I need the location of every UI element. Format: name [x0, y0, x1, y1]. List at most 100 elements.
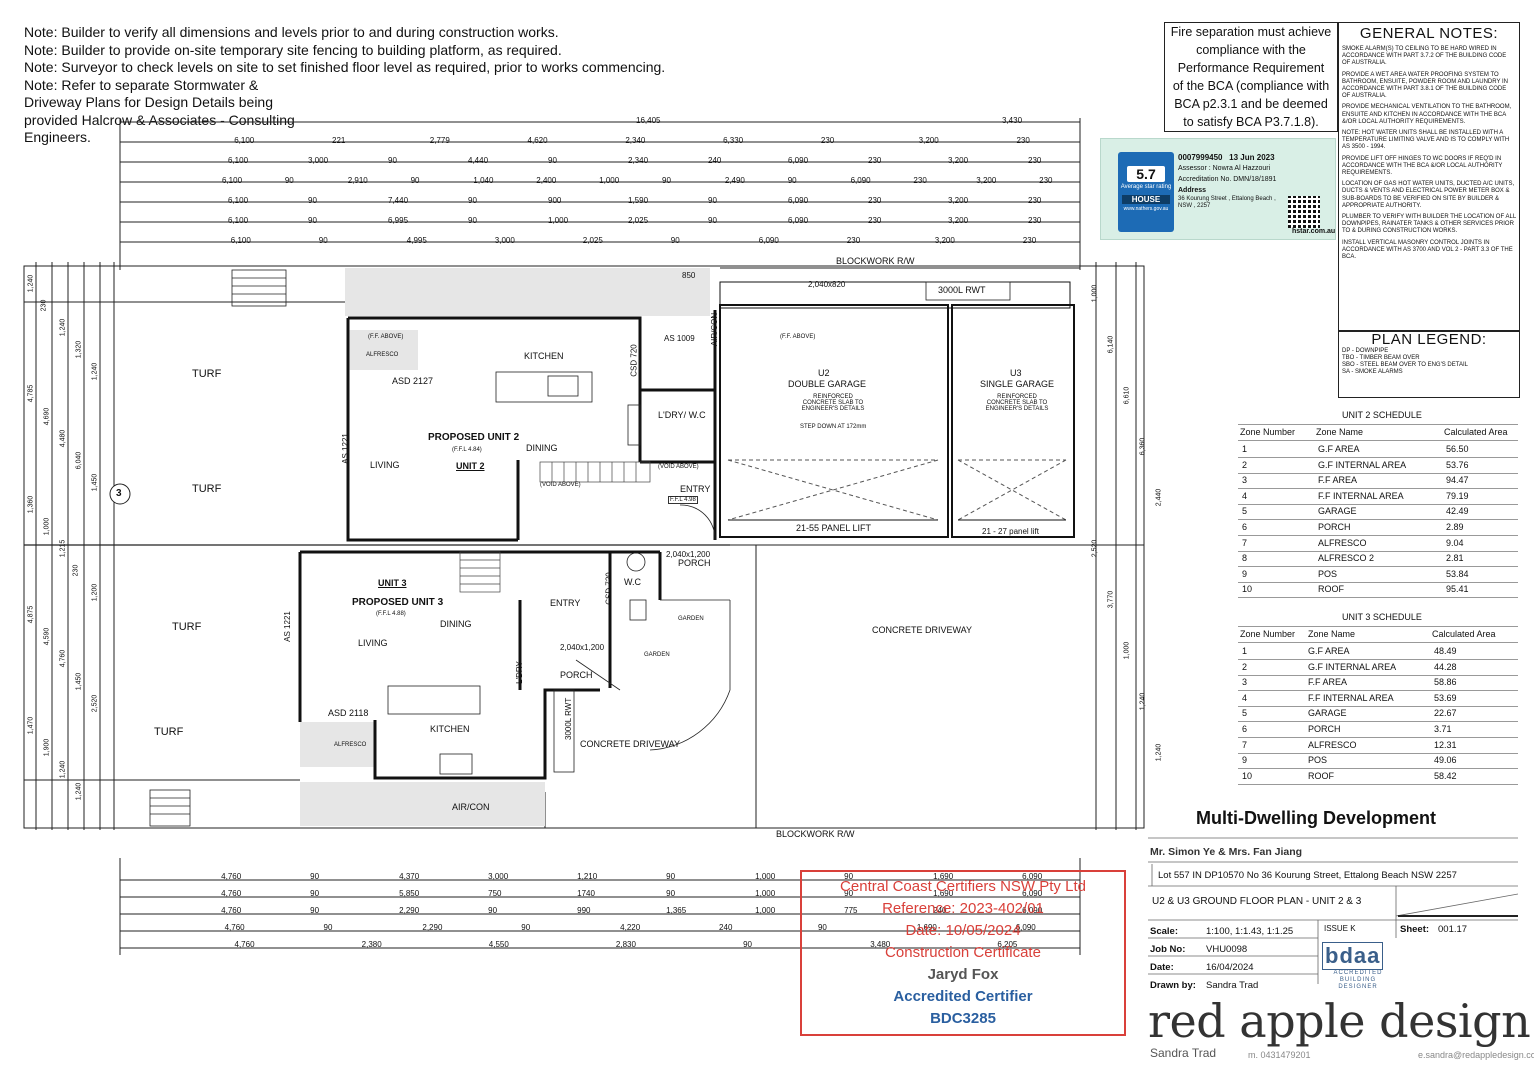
- void-above-note: (VOID ABOVE): [540, 482, 581, 488]
- note-line: Note: Refer to separate Stormwater &: [24, 76, 259, 93]
- dim-overall-top: 16,405: [636, 116, 661, 125]
- general-notes-panel: GENERAL NOTES: Smoke alarm(s) to ceiling…: [1338, 22, 1520, 332]
- ffl-tag: F.F.L 4.98: [668, 496, 698, 504]
- dimension-value: 230: [868, 216, 882, 225]
- turf-label: TURF: [192, 368, 222, 380]
- stamp-company: Central Coast Certifiers NSW Pty Ltd: [840, 878, 1086, 895]
- asd-2127-label: ASD 2127: [392, 376, 434, 386]
- sheet-value: 001.17: [1438, 924, 1468, 935]
- dimension-value: 1,000: [43, 517, 51, 536]
- unit2-schedule: UNIT 2 SCHEDULE Zone Number Zone Name Ca…: [1238, 410, 1518, 599]
- as-1009-label: AS 1009: [664, 334, 695, 343]
- dimension-value: 2,830: [615, 940, 636, 949]
- schedule-cell: F.F INTERNAL AREA: [1308, 692, 1394, 703]
- u2-living-label: LIVING: [370, 460, 400, 470]
- dimension-value: 6,100: [228, 156, 249, 165]
- dimension-value: 2,025: [582, 236, 603, 245]
- ff-above-note: (F.F. ABOVE): [368, 334, 404, 340]
- schedule-cell: 1: [1242, 646, 1248, 656]
- schedule-cell: PORCH: [1308, 724, 1341, 734]
- accreditation: Accreditation No. DMN/18/1891: [1178, 176, 1277, 183]
- dimension-value: 1,210: [577, 872, 598, 881]
- u2-slab-note: REINFORCED CONCRETE SLAB TO ENGINEER'S D…: [801, 394, 865, 412]
- general-notes-title: GENERAL NOTES:: [1359, 25, 1499, 42]
- dimension-value: 4,690: [43, 407, 51, 425]
- designer-phone: m. 0431479201: [1248, 1050, 1311, 1060]
- schedule-cell: F.F INTERNAL AREA: [1318, 490, 1404, 501]
- general-note: Provide lift off hinges to WC doors if r…: [1342, 155, 1503, 177]
- schedule-cell: F.F AREA: [1308, 677, 1348, 688]
- garden-label: GARDEN: [678, 616, 704, 622]
- dimension-value: 1,240: [91, 363, 99, 381]
- dimension-value: 1,000: [1091, 284, 1099, 303]
- u3-laundry-label: L'DRY: [514, 661, 524, 684]
- schedule-cell: 3.71: [1434, 724, 1452, 734]
- schedule-cell: 7: [1242, 537, 1248, 548]
- schedule-cell: 22.67: [1434, 708, 1457, 719]
- u2-entry-label: ENTRY: [680, 484, 711, 494]
- as-1221-label: AS 1221: [282, 611, 292, 642]
- client-name: Mr. Simon Ye & Mrs. Fan Jiang: [1150, 846, 1303, 858]
- general-note: Location of gas hot water units, ducted …: [1342, 181, 1515, 209]
- turf-label: TURF: [192, 483, 222, 495]
- dimension-value: 90: [323, 923, 333, 932]
- dimension-value: 2,910: [347, 176, 368, 185]
- dimension-value: 2,779: [429, 136, 450, 145]
- scale-value: 1:100, 1:1.43, 1:1.25: [1206, 926, 1294, 937]
- plan-title: U2 & U3 GROUND FLOOR PLAN - UNIT 2 & 3: [1152, 896, 1362, 907]
- schedule-cell: 44.28: [1434, 661, 1457, 672]
- as-1221-label: AS 1221: [340, 433, 350, 464]
- step-down-note: STEP DOWN AT 172mm: [800, 424, 867, 430]
- dimension-value: 4,760: [221, 906, 242, 915]
- dimension-value: 1,240: [1139, 692, 1147, 711]
- schedule-cell: ALFRESCO 2: [1318, 553, 1375, 564]
- turf-label: TURF: [172, 621, 202, 633]
- dimension-value: 230: [913, 176, 927, 185]
- dimension-value: 90: [662, 176, 671, 185]
- dimension-value: 6,140: [1107, 335, 1115, 354]
- dimension-value: 750: [488, 889, 502, 898]
- col-header: Zone Name: [1308, 629, 1356, 639]
- aircon-label: AIR/CON: [710, 312, 720, 347]
- general-note: Provide a wet area water proofing system…: [1342, 71, 1509, 100]
- address-label: Address: [1178, 187, 1207, 194]
- dimension-value: 4,760: [221, 889, 242, 898]
- sheet-label: Sheet:: [1400, 924, 1430, 935]
- u2-dining-label: DINING: [526, 443, 558, 453]
- stamp-reference: Reference: 2023-402/01: [882, 900, 1044, 917]
- schedule-cell: 48.49: [1434, 646, 1457, 656]
- dimension-value: 2,340: [625, 136, 646, 145]
- project-title: Multi-Dwelling Development: [1196, 808, 1437, 828]
- dimension-value: 4,760: [221, 872, 242, 881]
- ff-above-note: (F.F. ABOVE): [780, 334, 816, 340]
- dimension-value: 1,000: [755, 889, 776, 898]
- dimension-value: 1,690: [916, 923, 937, 932]
- u2-alfresco-label: ALFRESCO: [366, 352, 399, 358]
- schedule-cell: 6: [1242, 522, 1248, 532]
- u3-kitchen-label: KITCHEN: [430, 724, 470, 734]
- stamp-certifier-id: BDC3285: [930, 1010, 996, 1027]
- dimension-value: 240: [719, 923, 733, 932]
- designer-email[interactable]: e.sandra@redappledesign.com.au: [1418, 1050, 1534, 1060]
- schedule-cell: 3: [1242, 677, 1248, 688]
- hstar-link[interactable]: hstar.com.au: [1292, 228, 1336, 235]
- dimension-value: 90: [666, 889, 676, 898]
- panel-lift-u3-label: 21 - 27 panel lift: [982, 527, 1039, 536]
- u2-porch-label: PORCH: [678, 558, 711, 568]
- dimension-value: 90: [388, 156, 397, 165]
- dimension-value: 230: [868, 156, 882, 165]
- fire-note-line: compliance with the: [1196, 43, 1306, 57]
- fire-note-line: of the BCA (compliance with: [1172, 79, 1330, 93]
- schedule-cell: 10: [1242, 770, 1253, 781]
- u2-garage-id: U2: [818, 368, 830, 378]
- schedule-cell: ROOF: [1308, 770, 1334, 781]
- assessor: Assessor : Nowra Al Hazzouri: [1178, 165, 1271, 172]
- dimension-value: 1,590: [628, 196, 649, 205]
- dimension-value: 6,090: [758, 236, 779, 245]
- dimension-value: 6,090: [1022, 906, 1043, 915]
- scale-label: Scale:: [1150, 926, 1178, 937]
- nathers-brand: HOUSE: [1122, 195, 1170, 204]
